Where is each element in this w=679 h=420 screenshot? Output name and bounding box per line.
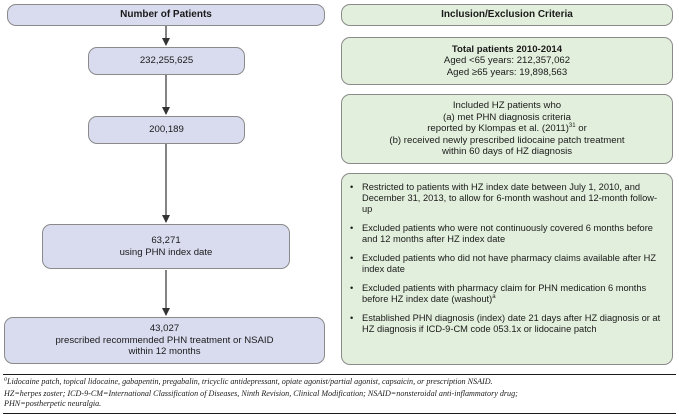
left-header: Number of Patients	[7, 4, 325, 26]
patients-count-3: 63,271	[151, 235, 181, 246]
bullet-icon: •	[350, 312, 354, 323]
patients-count-4: 43,027	[149, 323, 180, 335]
included-line-3: reported by Klompas et al. (2011)31 or	[427, 123, 587, 135]
bullet-icon: •	[350, 182, 354, 192]
criteria-list: • Restricted to patients with HZ index d…	[350, 182, 662, 335]
included-line-3-text: reported by Klompas et al. (2011)	[427, 123, 569, 135]
criteria-text: Excluded patients with pharmacy claim fo…	[362, 282, 647, 304]
footnote-a-marker: a	[4, 376, 7, 383]
patients-box-4: 43,027 prescribed recommended PHN treatm…	[4, 317, 325, 364]
patients-box-4-note-1: prescribed recommended PHN treatment or …	[55, 334, 274, 346]
footnote-abbrev-2-text: PHN=postherpetic neuralgia.	[4, 399, 102, 408]
footnote-rule-top	[3, 374, 676, 375]
total-patients-title: Total patients 2010-2014	[451, 43, 563, 55]
included-line-1: Included HZ patients who	[452, 100, 562, 112]
patients-box-2: 200,189	[88, 116, 245, 144]
total-patients-over65: Aged ≥65 years: 19,898,563	[446, 66, 568, 78]
patients-count-1: 232,255,625	[139, 55, 194, 67]
bullet-icon: •	[350, 222, 354, 233]
patients-box-3: 63,271 using PHN index date	[42, 224, 290, 269]
criteria-item: • Excluded patients with pharmacy claim …	[350, 283, 662, 305]
citation-superscript: 31	[568, 123, 576, 130]
included-line-3-or: or	[575, 123, 587, 135]
right-header-label: Inclusion/Exclusion Criteria	[441, 9, 573, 20]
footnote-a-text: Lidocaine patch, topical lidocaine, gaba…	[7, 377, 493, 386]
left-header-label: Number of Patients	[120, 9, 212, 20]
total-patients-under65: Aged <65 years: 212,357,062	[443, 55, 571, 67]
footnote-rule-bottom	[3, 413, 676, 414]
criteria-text: Established PHN diagnosis (index) date 2…	[362, 312, 661, 334]
patients-box-4-note-2: within 12 months	[128, 346, 201, 358]
bullet-icon: •	[350, 282, 354, 293]
included-line-5: within 60 days of HZ diagnosis	[441, 146, 573, 158]
footnote-abbrev-1: HZ=herpes zoster; ICD-9-CM=International…	[4, 389, 674, 399]
criteria-item: • Established PHN diagnosis (index) date…	[350, 313, 662, 335]
right-header: Inclusion/Exclusion Criteria	[341, 4, 673, 26]
total-patients-box: Total patients 2010-2014 Aged <65 years:…	[341, 37, 673, 85]
criteria-item: • Excluded patients who were not continu…	[350, 223, 662, 245]
criteria-text: Excluded patients who did not have pharm…	[362, 252, 657, 274]
footnote-abbrev-1-text: HZ=herpes zoster; ICD-9-CM=International…	[4, 389, 518, 398]
included-line-4: (b) received newly prescribed lidocaine …	[389, 134, 625, 146]
footnote-a: aLidocaine patch, topical lidocaine, gab…	[4, 376, 674, 387]
included-line-2: (a) met PHN diagnosis criteria	[443, 111, 571, 123]
criteria-text: Restricted to patients with HZ index dat…	[362, 182, 658, 214]
criteria-item: • Excluded patients who did not have pha…	[350, 253, 662, 275]
criteria-text: Excluded patients who were not continuou…	[362, 222, 653, 244]
footnote-superscript: a	[492, 293, 496, 300]
criteria-item: • Restricted to patients with HZ index d…	[350, 182, 662, 215]
patients-box-1: 232,255,625	[88, 47, 245, 75]
patients-count-2: 200,189	[149, 124, 184, 136]
footnote-abbrev-2: PHN=postherpetic neuralgia.	[4, 399, 674, 409]
criteria-box: • Restricted to patients with HZ index d…	[341, 173, 673, 365]
included-hz-box: Included HZ patients who (a) met PHN dia…	[341, 94, 673, 164]
patients-box-3-note: using PHN index date	[119, 246, 213, 258]
bullet-icon: •	[350, 252, 354, 263]
